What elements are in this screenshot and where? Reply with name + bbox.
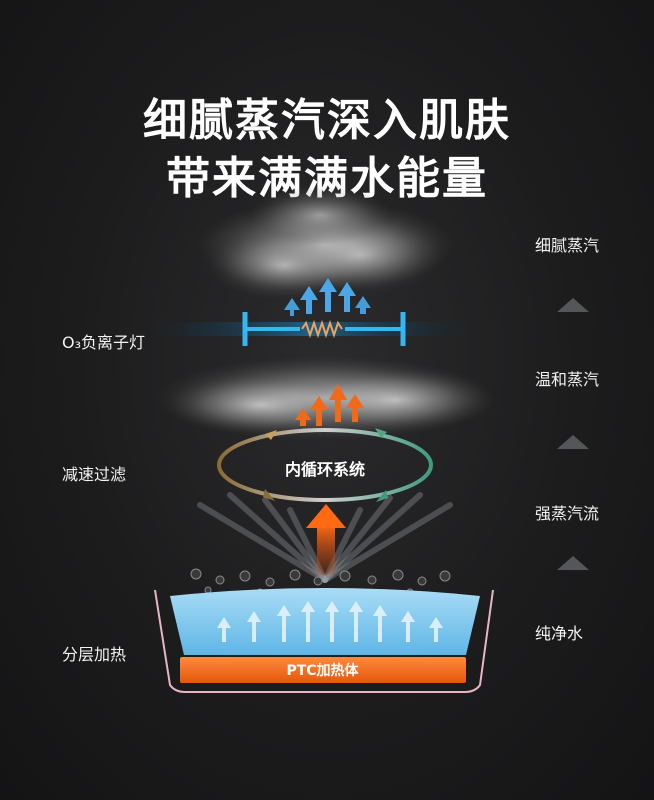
blue-up-arrows — [284, 278, 371, 316]
o3-lamp — [150, 312, 470, 346]
pot-outline — [154, 589, 494, 693]
fine-steam-label: 细腻蒸汽 — [535, 236, 600, 255]
pure-water-label: 纯净水 — [535, 624, 584, 643]
strong-steam-label: 强蒸汽流 — [535, 504, 600, 523]
triangle-up-icon — [557, 556, 589, 570]
central-orange-arrow — [306, 504, 346, 575]
cycle-label: 内循环系统 — [284, 460, 365, 479]
middle-steam-cloud — [155, 356, 495, 440]
ptc-heater — [180, 657, 466, 683]
o3-lamp-label: O₃负离子灯 — [62, 333, 146, 352]
warm-steam-label: 温和蒸汽 — [535, 370, 600, 389]
water-body — [170, 588, 480, 655]
orange-up-arrows — [295, 384, 364, 426]
triangle-up-icon — [557, 435, 589, 449]
filter-label: 减速过滤 — [62, 465, 127, 484]
headline-line-1: 细腻蒸汽深入肌肤 — [143, 95, 511, 146]
cycle-loop — [217, 428, 433, 502]
ptc-heater-label: PTC加热体 — [286, 663, 359, 679]
water-up-arrows — [217, 601, 443, 642]
upper-steam-cloud — [195, 185, 455, 300]
steam-jets — [197, 492, 453, 583]
heating-label: 分层加热 — [62, 645, 127, 664]
triangle-up-icon — [557, 298, 589, 312]
